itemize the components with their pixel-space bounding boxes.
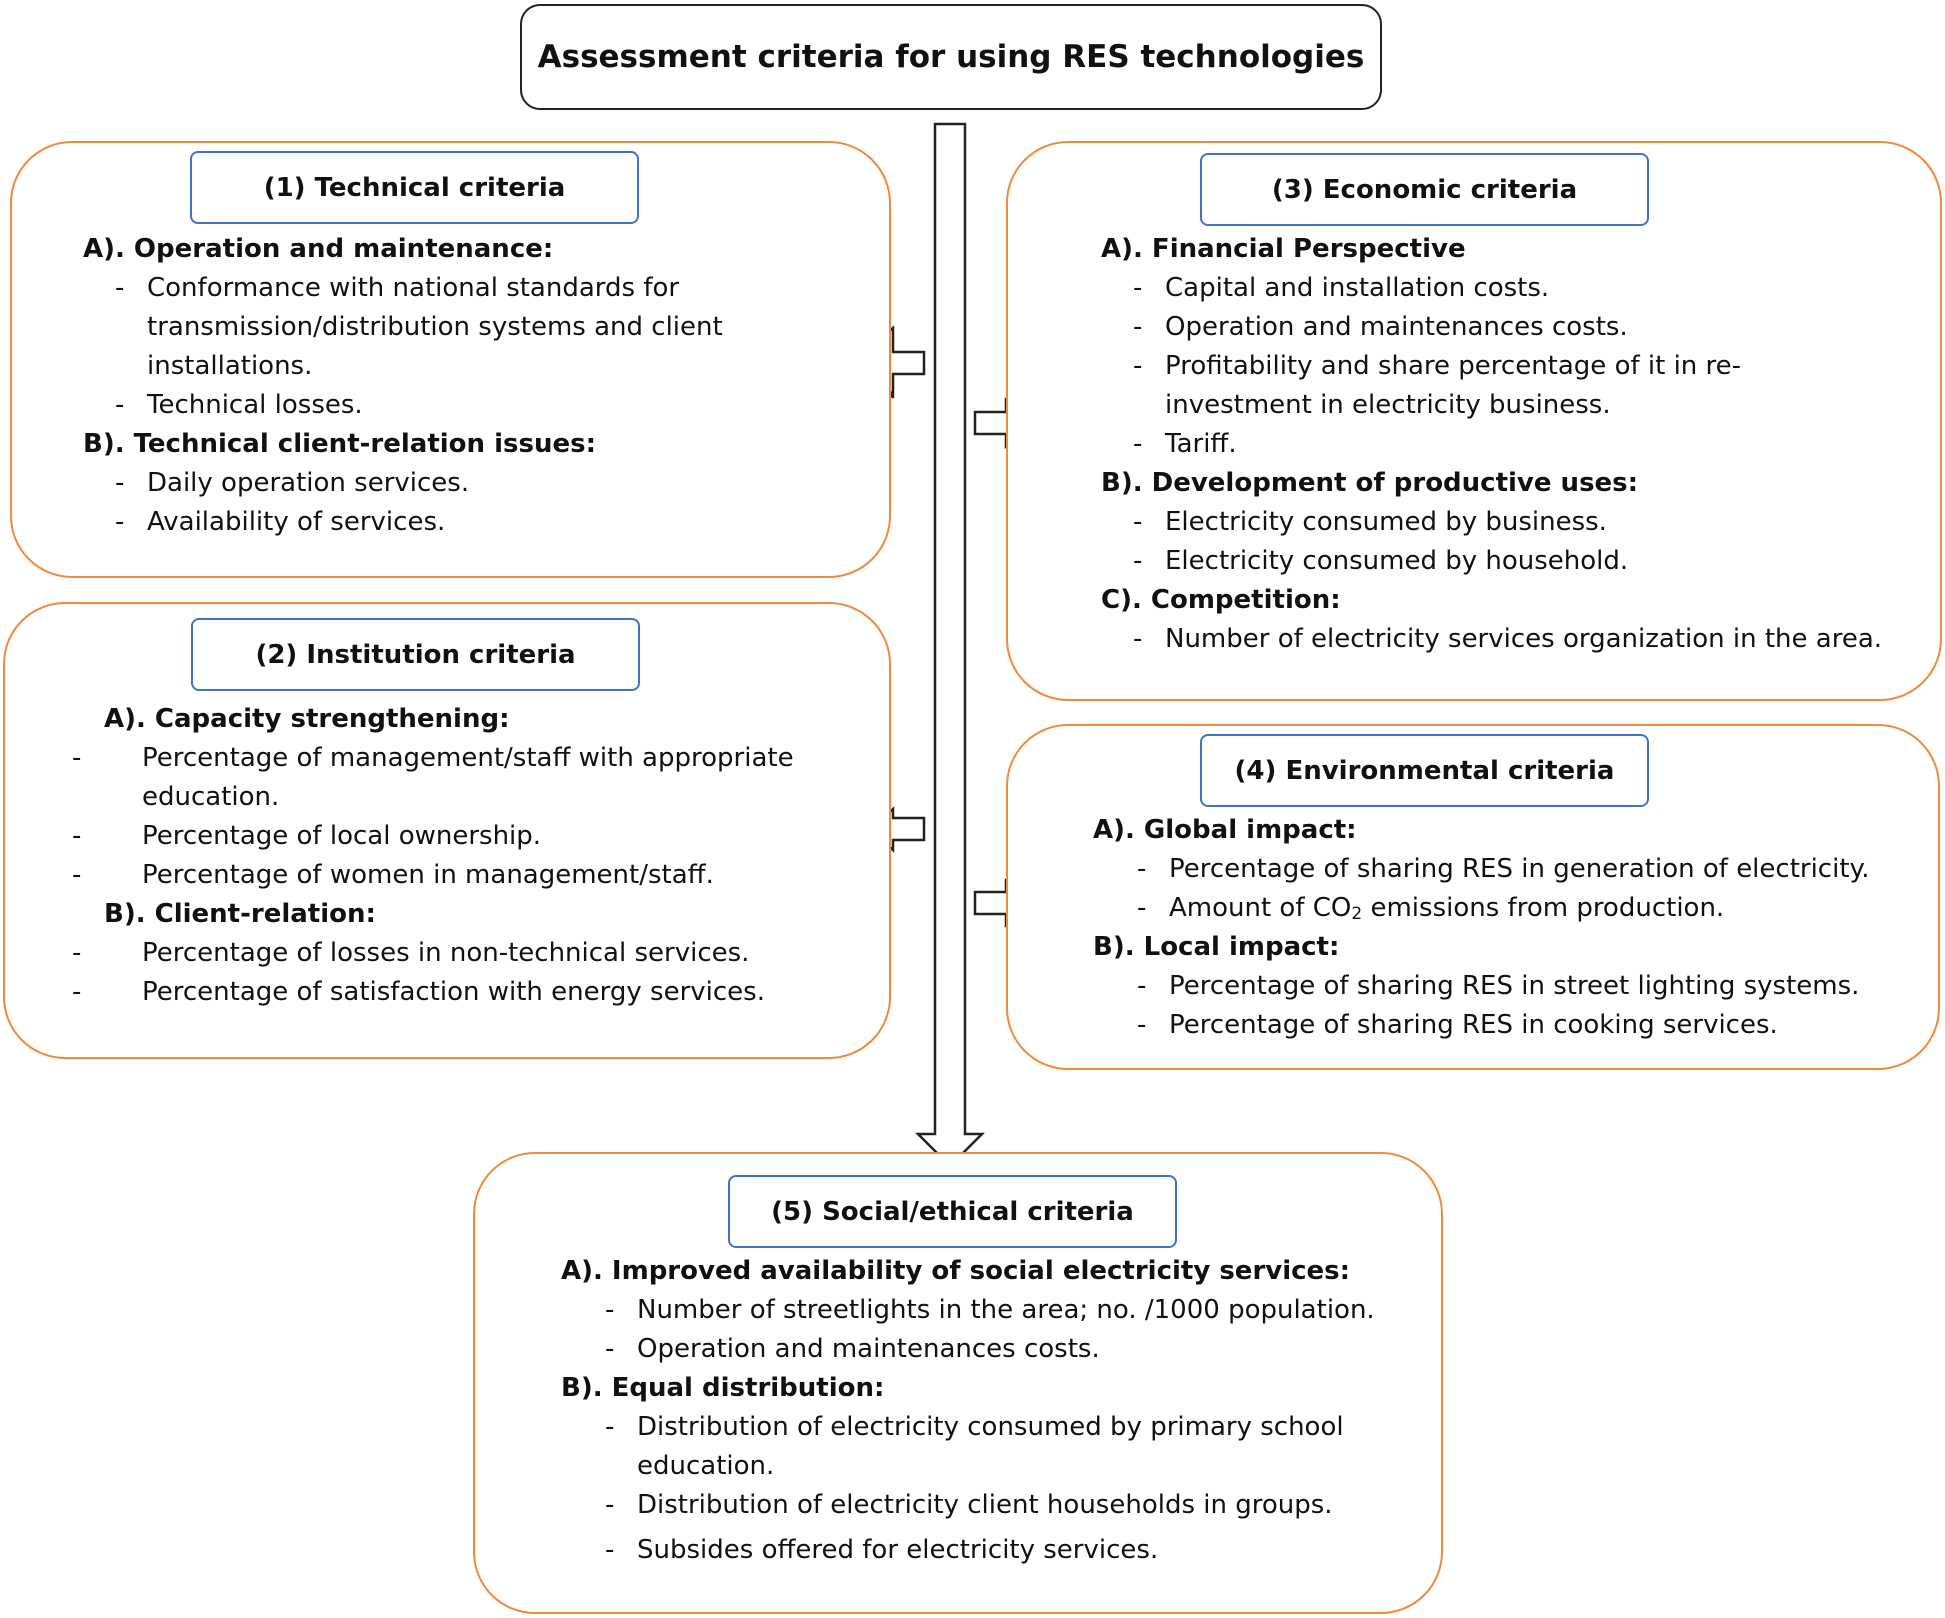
list-item: -Percentage of sharing RES in street lig… xyxy=(1137,971,1860,1001)
list-item: -Percentage of losses in non-technical s… xyxy=(72,938,750,968)
list-item: -Number of electricity services organiza… xyxy=(1133,624,1883,654)
economic-criteria-header: (3) Economic criteria xyxy=(1200,153,1649,226)
technical-section-b-title: B). Technical client-relation issues: xyxy=(83,429,596,459)
list-item: -Profitability and share percentage of i… xyxy=(1133,351,1742,420)
technical-criteria-header: (1) Technical criteria xyxy=(190,151,639,224)
main-down-arrow xyxy=(914,122,986,1168)
list-item: -Electricity consumed by household. xyxy=(1133,546,1629,576)
institution-section-b-title: B). Client-relation: xyxy=(104,899,376,929)
list-item: -Daily operation services. xyxy=(115,468,470,498)
institution-criteria-content: A). Capacity strengthening: -Percentage … xyxy=(72,700,824,1012)
technical-section-a-title: A). Operation and maintenance: xyxy=(83,234,554,264)
technical-criteria-content: A). Operation and maintenance: -Conforma… xyxy=(83,230,763,542)
list-item: -Electricity consumed by business. xyxy=(1133,507,1607,537)
list-item: -Tariff. xyxy=(1133,429,1237,459)
list-item: -Percentage of women in management/staff… xyxy=(72,860,714,890)
economic-section-c-title: C). Competition: xyxy=(1101,585,1341,615)
list-item: -Number of streetlights in the area; no.… xyxy=(605,1295,1375,1325)
list-item: -Operation and maintenances costs. xyxy=(1133,312,1628,342)
economic-section-a-title: A). Financial Perspective xyxy=(1101,234,1466,264)
economic-section-b-title: B). Development of productive uses: xyxy=(1101,468,1639,498)
list-item: -Distribution of electricity consumed by… xyxy=(605,1412,1344,1481)
social-criteria-content: A). Improved availability of social elec… xyxy=(561,1252,1421,1570)
list-item: -Percentage of local ownership. xyxy=(72,821,542,851)
environmental-criteria-header: (4) Environmental criteria xyxy=(1200,734,1649,807)
list-item: -Subsides offered for electricity servic… xyxy=(605,1535,1159,1565)
social-section-a-title: A). Improved availability of social elec… xyxy=(561,1256,1351,1286)
list-item: -Conformance with national standards for… xyxy=(115,273,723,381)
diagram-title: Assessment criteria for using RES techno… xyxy=(537,39,1365,75)
economic-criteria-panel xyxy=(1006,141,1942,701)
list-item: -Technical losses. xyxy=(115,390,363,420)
list-item: -Percentage of management/staff with app… xyxy=(72,743,794,812)
list-item: -Percentage of sharing RES in cooking se… xyxy=(1137,1010,1778,1040)
institution-criteria-header: (2) Institution criteria xyxy=(191,618,640,691)
list-item: -Capital and installation costs. xyxy=(1133,273,1550,303)
diagram-title-box: Assessment criteria for using RES techno… xyxy=(520,4,1382,110)
social-section-b-title: B). Equal distribution: xyxy=(561,1373,885,1403)
list-item: -Operation and maintenances costs. xyxy=(605,1334,1100,1364)
list-item: -Distribution of electricity client hous… xyxy=(605,1490,1333,1520)
list-item: -Percentage of sharing RES in generation… xyxy=(1137,854,1870,884)
institution-section-a-title: A). Capacity strengthening: xyxy=(104,704,510,734)
list-item: -Availability of services. xyxy=(115,507,446,537)
environmental-section-a-title: A). Global impact: xyxy=(1093,815,1357,845)
environmental-section-b-title: B). Local impact: xyxy=(1093,932,1340,962)
list-item-co2: -Amount of CO2 emissions from production… xyxy=(1137,893,1725,924)
economic-criteria-content: A). Financial Perspective -Capital and i… xyxy=(1101,230,1921,659)
environmental-criteria-content: A). Global impact: -Percentage of sharin… xyxy=(1093,811,1933,1045)
social-criteria-header: (5) Social/ethical criteria xyxy=(728,1175,1177,1248)
list-item: -Percentage of satisfaction with energy … xyxy=(72,977,765,1007)
